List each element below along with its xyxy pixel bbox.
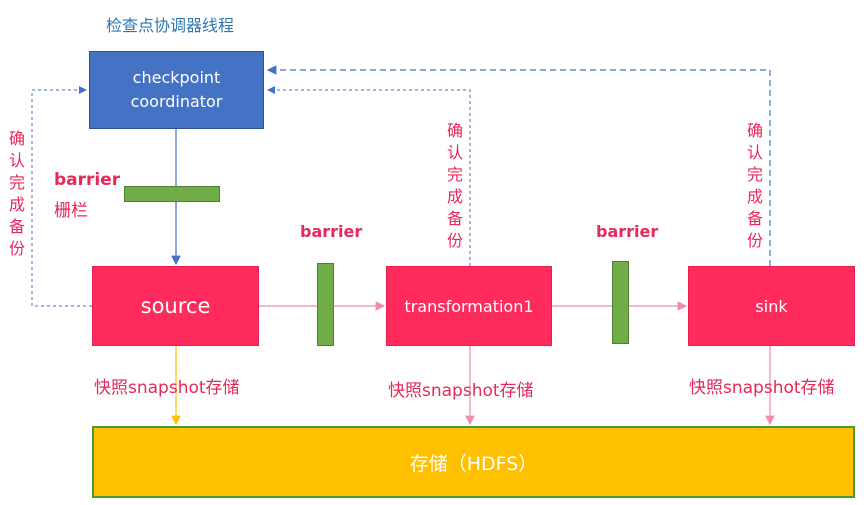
snapshot-label-sink: 快照snapshot存储	[689, 378, 835, 398]
barrier-marker-coordinator	[124, 186, 220, 202]
confirm-label-sink: 确认完成备份	[746, 121, 763, 250]
edge-confirm-source	[31, 86, 92, 307]
barrier-label-mid: barrier	[300, 222, 363, 241]
barrier-marker-mid	[317, 263, 334, 346]
node-checkpoint-coordinator-label: checkpoint coordinator	[130, 68, 223, 111]
node-transformation1-label: transformation1	[404, 296, 534, 316]
diagram-title: 检查点协调器线程	[106, 16, 235, 35]
barrier-label-left-cn: 栅栏	[54, 201, 88, 221]
confirm-label-transformation: 确认完成备份	[446, 121, 463, 250]
snapshot-label-transformation: 快照snapshot存储	[388, 381, 534, 401]
confirm-label-source: 确认完成备份	[8, 129, 25, 258]
node-sink: sink	[688, 266, 855, 346]
node-source-label: source	[140, 294, 211, 318]
node-checkpoint-coordinator: checkpoint coordinator	[89, 51, 264, 129]
barrier-label-right: barrier	[596, 222, 659, 241]
edge-confirm-sink	[266, 65, 771, 266]
node-storage-hdfs: 存储（HDFS）	[92, 426, 855, 498]
node-sink-label: sink	[755, 296, 788, 316]
barrier-label-left: barrier	[54, 170, 121, 190]
snapshot-label-source: 快照snapshot存储	[94, 378, 240, 398]
edge-confirm-transformation	[267, 86, 471, 266]
node-source: source	[92, 266, 259, 346]
node-storage-hdfs-label: 存储（HDFS）	[409, 452, 538, 475]
barrier-marker-right	[612, 261, 629, 344]
node-transformation1: transformation1	[386, 266, 552, 346]
